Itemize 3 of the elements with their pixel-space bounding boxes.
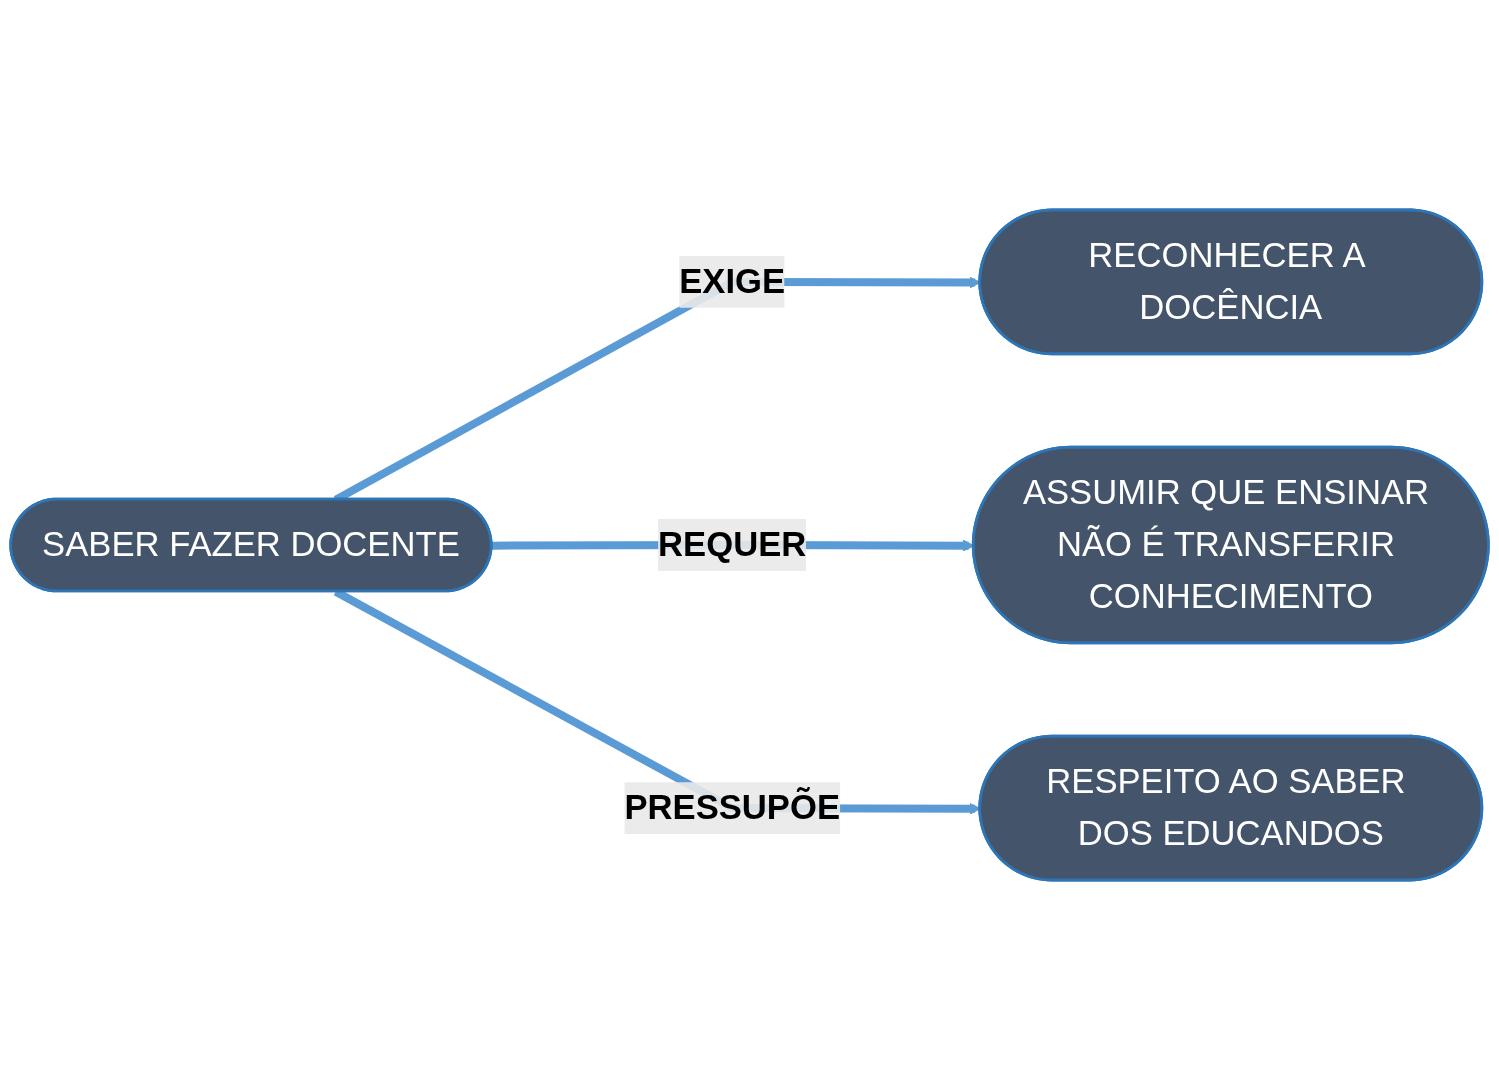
edge-label: REQUER bbox=[658, 524, 807, 565]
edge-label: EXIGE bbox=[679, 261, 786, 302]
edge-label: PRESSUPÕE bbox=[624, 787, 840, 828]
